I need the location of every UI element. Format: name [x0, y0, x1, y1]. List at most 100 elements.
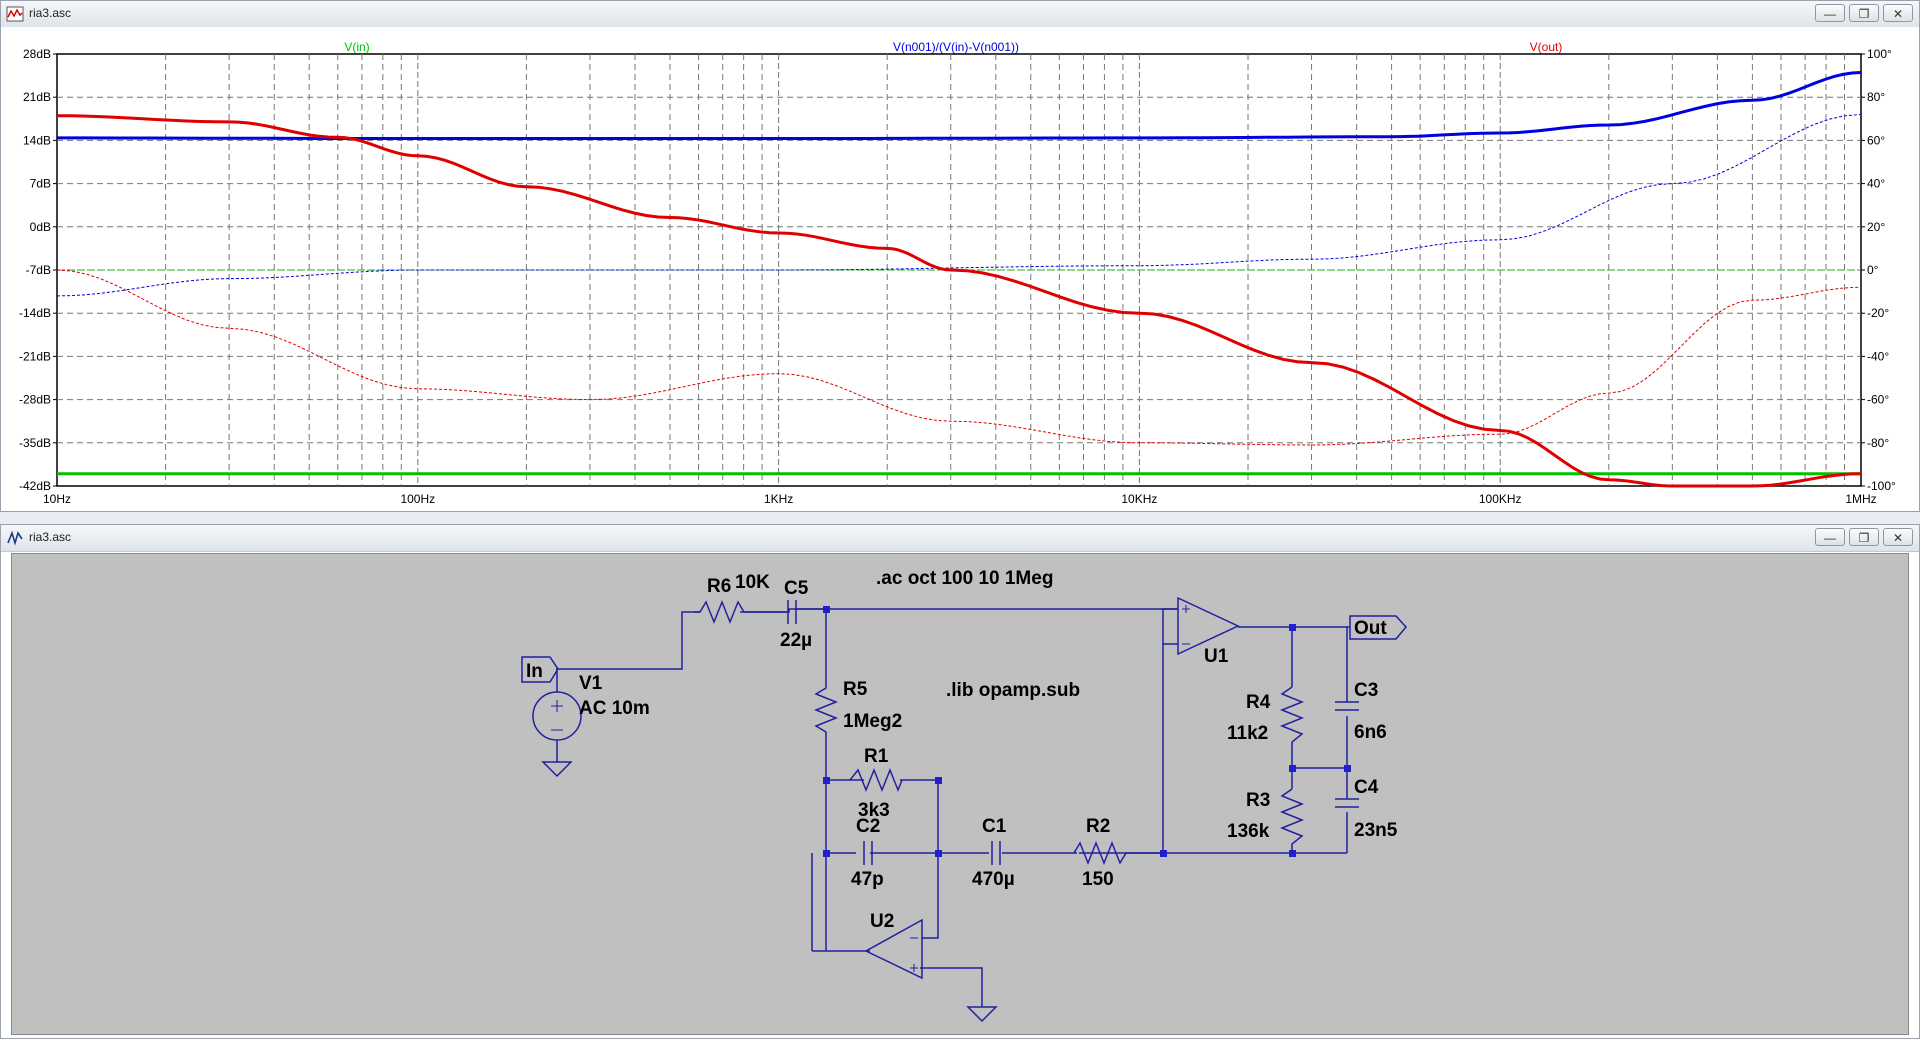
series-phase-trace	[56, 114, 1862, 297]
v1-label: V1	[579, 673, 603, 694]
y-tick-label-left: -7dB	[26, 263, 51, 277]
y-tick-label-right: 40°	[1867, 177, 1885, 191]
y-tick-label-left: -21dB	[19, 349, 51, 363]
ground-icon	[966, 1006, 998, 1023]
r3-label: R3	[1246, 790, 1270, 811]
v1-value: AC 10m	[579, 698, 650, 719]
schematic-canvas[interactable]: R6 10K C5 22µ .ac oct 100 10 1Meg .lib o…	[11, 553, 1909, 1035]
r6-label: R6	[707, 576, 731, 597]
y-tick-label-left: 14dB	[23, 133, 51, 147]
r2-label: R2	[1086, 816, 1110, 837]
plot-area[interactable]: 28dB 21dB 14dB 7dB 0dB -7dB -14dB -21dB -28dB -35…	[1, 27, 1919, 511]
legend-entry[interactable]: V(n001)/(V(in)-V(n001))	[893, 40, 1019, 54]
x-tick-label: 10Hz	[43, 492, 71, 506]
ground-icon	[541, 761, 573, 778]
out-port-flag[interactable]	[1349, 615, 1407, 640]
r6-value: 10K	[735, 572, 770, 593]
y-tick-label-right: -80°	[1867, 436, 1889, 450]
y-tick-label-left: -42dB	[19, 479, 51, 493]
u1-label: U1	[1204, 646, 1229, 667]
r6-resistor[interactable]	[694, 599, 745, 625]
c3-value: 6n6	[1354, 722, 1387, 743]
y-tick-label-left: -14dB	[19, 306, 51, 320]
r4-resistor[interactable]	[1279, 686, 1305, 743]
c1-value: 470µ	[972, 869, 1015, 890]
x-tick-label: 1KHz	[764, 492, 793, 506]
r3-resistor[interactable]	[1279, 788, 1305, 853]
u1-opamp[interactable]	[1177, 596, 1240, 656]
plot-window: ria3.asc —❐✕ 28dB 21dB 14dB 7dB 0dB -7dB -14dB…	[0, 0, 1920, 512]
c1-label: C1	[982, 816, 1007, 837]
lib-directive[interactable]: .lib opamp.sub	[946, 680, 1080, 701]
r2-resistor[interactable]	[1073, 840, 1163, 866]
plot-window-title: ria3.asc	[29, 6, 72, 20]
y-tick-label-right: -40°	[1867, 349, 1889, 363]
y-tick-label-right: -60°	[1867, 393, 1889, 407]
c2-capacitor[interactable]	[863, 841, 873, 865]
in-port-label: In	[526, 661, 543, 682]
y-tick-label-left: -35dB	[19, 436, 51, 450]
schematic-window-title: ria3.asc	[29, 530, 72, 544]
r4-label: R4	[1246, 692, 1271, 713]
y-tick-label-left: 0dB	[30, 220, 51, 234]
x-tick-label: 100Hz	[400, 492, 435, 506]
legend-entry[interactable]: V(in)	[344, 40, 369, 54]
x-tick-label: 1MHz	[1845, 492, 1876, 506]
c5-value: 22µ	[780, 630, 812, 651]
y-tick-label-right: 80°	[1867, 90, 1885, 104]
c4-label: C4	[1354, 777, 1379, 798]
r1-resistor[interactable]	[849, 767, 903, 793]
y-tick-label-left: -28dB	[19, 393, 51, 407]
x-tick-label: 100KHz	[1479, 492, 1522, 506]
series-magnitude-trace	[57, 71, 1862, 140]
c3-capacitor[interactable]	[1335, 701, 1359, 711]
x-tick-label: 10KHz	[1121, 492, 1157, 506]
y-tick-label-right: -100°	[1867, 479, 1896, 493]
r5-label: R5	[843, 679, 868, 700]
c4-capacitor[interactable]	[1335, 798, 1359, 808]
y-tick-label-right: 0°	[1867, 263, 1879, 277]
schematic-window: ria3.asc —❐✕	[0, 524, 1920, 1039]
v1-voltage-source[interactable]	[532, 691, 582, 741]
y-tick-label-right: -20°	[1867, 306, 1889, 320]
y-tick-label-right: 60°	[1867, 133, 1885, 147]
y-tick-label-right: 20°	[1867, 220, 1885, 234]
bode-plot[interactable]: 28dB 21dB 14dB 7dB 0dB -7dB -14dB -21dB -28dB -35…	[1, 27, 1919, 511]
u2-label: U2	[870, 911, 894, 932]
legend-entry[interactable]: V(out)	[1530, 40, 1563, 54]
minimize-button[interactable]: —	[1815, 4, 1845, 22]
u2-opamp[interactable]	[864, 918, 923, 980]
series-magnitude-trace	[56, 114, 1862, 488]
close-button[interactable]: ✕	[1883, 4, 1913, 22]
c2-label: C2	[856, 816, 880, 837]
series-phase-trace	[56, 269, 1862, 446]
in-port-flag[interactable]	[521, 656, 559, 683]
c3-label: C3	[1354, 680, 1378, 701]
r5-resistor[interactable]	[813, 682, 839, 738]
c5-label: C5	[784, 578, 809, 599]
plot-window-titlebar[interactable]: ria3.asc —❐✕	[1, 1, 1919, 28]
y-tick-label-left: 28dB	[23, 47, 51, 61]
c1-capacitor[interactable]	[991, 841, 1001, 865]
y-tick-label-left: 7dB	[30, 177, 51, 191]
close-button[interactable]: ✕	[1883, 528, 1913, 546]
schematic-drawing[interactable]: R6 10K C5 22µ .ac oct 100 10 1Meg .lib o…	[12, 554, 1908, 1034]
r4-value: 11k2	[1227, 723, 1268, 744]
r1-value: 3k3	[858, 800, 890, 821]
c5-capacitor[interactable]	[744, 600, 828, 624]
restore-button[interactable]: ❐	[1849, 528, 1879, 546]
y-tick-label-left: 21dB	[23, 90, 51, 104]
schematic-window-titlebar[interactable]: ria3.asc —❐✕	[1, 525, 1919, 552]
c4-value: 23n5	[1354, 820, 1398, 841]
r5-value: 1Meg2	[843, 711, 902, 732]
waveform-icon	[6, 6, 24, 22]
y-tick-label-right: 100°	[1867, 47, 1892, 61]
out-port-label: Out	[1354, 618, 1387, 639]
restore-button[interactable]: ❐	[1849, 4, 1879, 22]
r3-value: 136k	[1227, 821, 1270, 842]
ac-directive[interactable]: .ac oct 100 10 1Meg	[876, 568, 1053, 589]
c2-value: 47p	[851, 869, 884, 890]
minimize-button[interactable]: —	[1815, 528, 1845, 546]
r1-label: R1	[864, 746, 889, 767]
schematic-icon	[7, 530, 23, 546]
